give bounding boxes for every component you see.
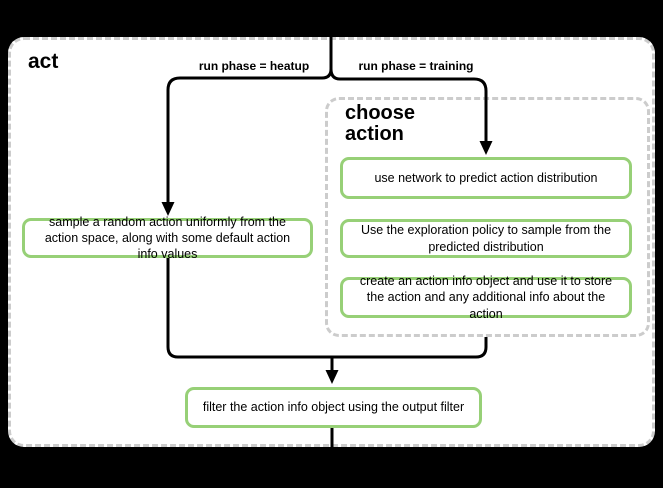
node-create-action-info: create an action info object and use it …: [340, 274, 632, 321]
node-exploration-policy: Use the exploration policy to sample fro…: [340, 219, 632, 258]
arrowhead-into-filter: [325, 370, 339, 384]
node-use-network: use network to predict action distributi…: [340, 157, 632, 199]
edge-label-heatup: run phase = heatup: [198, 59, 310, 73]
node-filter-action-info: filter the action info object using the …: [185, 387, 482, 428]
edge-label-training: run phase = training: [358, 59, 474, 73]
edge-merge-path: [166, 256, 488, 359]
arrowhead-into-sample: [161, 202, 175, 216]
arrowhead-into-choose-action: [479, 141, 493, 155]
choose-action-group-title: choose action: [345, 102, 416, 145]
panel-title: act: [28, 50, 59, 73]
edge-training-path: [329, 68, 488, 142]
node-sample-random-action: sample a random action uniformly from th…: [22, 215, 313, 261]
